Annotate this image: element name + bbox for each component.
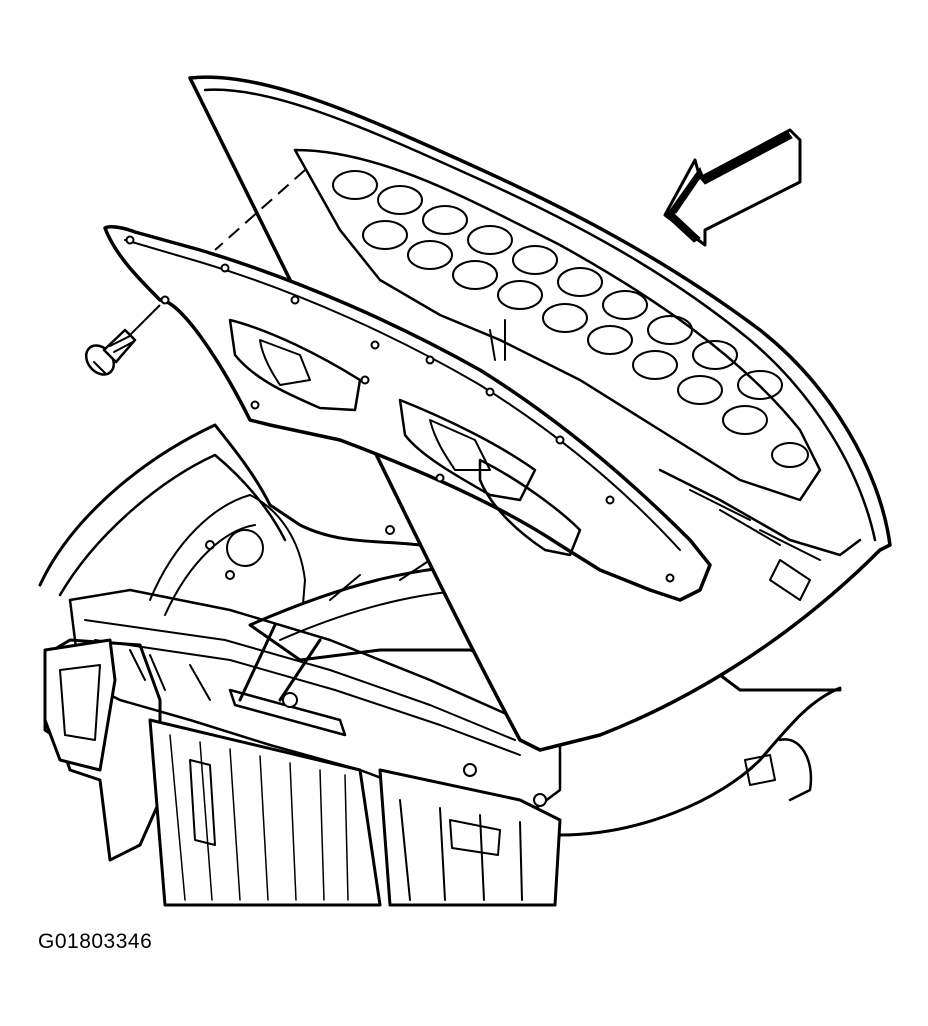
exploded-view-leader-line	[214, 169, 306, 251]
hood-insulator-pad	[103, 225, 712, 602]
front-direction-arrow-icon	[663, 128, 802, 247]
hood-insulator-illustration	[38, 75, 892, 907]
figure-id-label: G01803346	[38, 930, 153, 953]
push-pin-retainer-icon	[84, 328, 137, 376]
insulator-fastener-holes	[125, 235, 675, 583]
hood-inner-panel-holes	[332, 170, 809, 468]
